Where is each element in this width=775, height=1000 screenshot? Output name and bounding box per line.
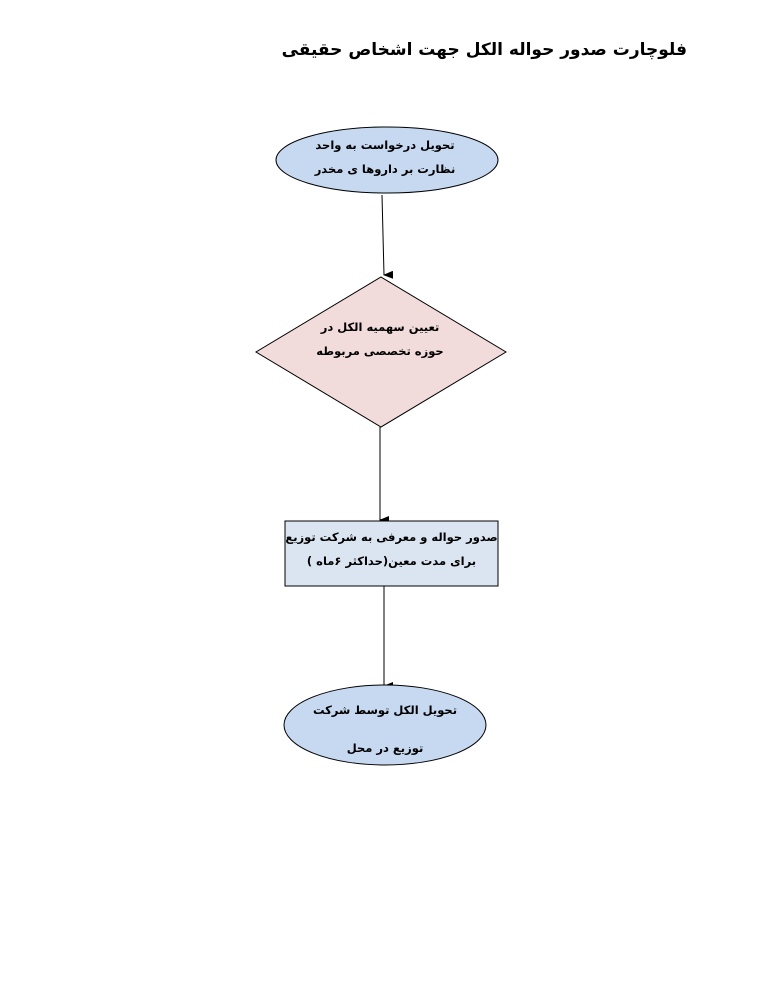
- page-title: فلوچارت صدور حواله الکل جهت اشخاص حقیقی: [281, 40, 687, 60]
- decision-node-label: تعیین سهمیه الکل در حوزه تخصصی مربوطه: [280, 315, 480, 363]
- decision-node: [255, 276, 507, 428]
- process-node-label: صدور حواله و معرفی به شرکت توزیع برای مد…: [285, 525, 498, 573]
- start-node-label: تحویل درخواست به واحد نظارت بر داروها ی …: [280, 133, 490, 181]
- process-node: [284, 520, 499, 587]
- label-line: نظارت بر داروها ی مخدر: [314, 162, 456, 176]
- end-node-label: تحویل الکل توسط شرکت توزیع در محل: [290, 698, 480, 760]
- label-line: تحویل درخواست به واحد: [315, 138, 455, 152]
- label-line: حوزه تخصصی مربوطه: [316, 344, 444, 358]
- label-line: صدور حواله و معرفی به شرکت توزیع: [285, 530, 498, 544]
- label-line: برای مدت معین(حداکثر ۶ماه ): [306, 554, 477, 568]
- label-line: توزیع در محل: [346, 741, 424, 755]
- end-node: [283, 684, 487, 766]
- arrow-1: [381, 194, 394, 279]
- label-line: تعیین سهمیه الکل در: [320, 320, 440, 334]
- label-line: تحویل الکل توسط شرکت: [312, 703, 458, 717]
- start-node: [275, 126, 499, 194]
